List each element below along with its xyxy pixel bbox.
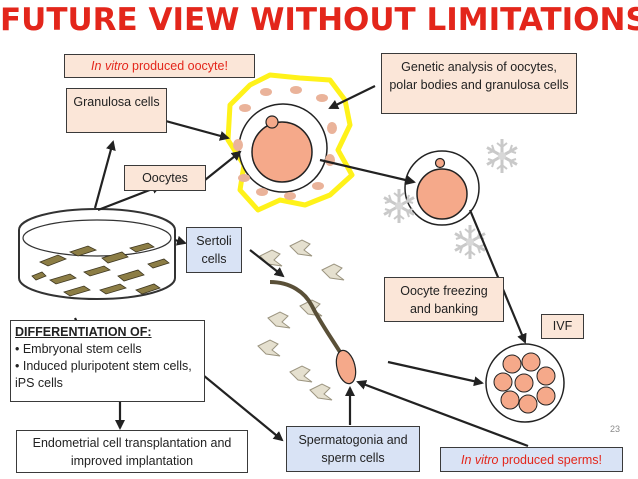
- differentiation-item-1: • Embryonal stem cells: [15, 342, 142, 356]
- differentiation-heading: DIFFERENTIATION OF:: [15, 325, 152, 339]
- ivf-text: IVF: [552, 319, 573, 333]
- in-vitro-oocyte-text: produced oocyte!: [128, 59, 228, 73]
- granulosa-box: Granulosa cells: [66, 88, 167, 133]
- in-vitro-italic: In vitro: [91, 59, 129, 73]
- differentiation-item-2: • Induced pluripotent stem cells, iPS ce…: [15, 359, 192, 390]
- sperm-cell: [269, 280, 357, 385]
- in-vitro-oocyte-label: In vitro produced oocyte!: [64, 54, 255, 78]
- page-number: 23: [609, 424, 620, 434]
- sertoli-box: Sertoli cells: [186, 227, 242, 273]
- oocyte-freezing-box: Oocyte freezing and banking: [384, 277, 504, 322]
- endometrial-box: Endometrial cell transplantation and imp…: [16, 430, 248, 473]
- differentiation-box: DIFFERENTIATION OF: • Embryonal stem cel…: [10, 320, 205, 402]
- spermatogonia-text: Spermatogonia and sperm cells: [298, 433, 408, 465]
- embryo-cluster: [485, 343, 565, 423]
- spermatogonia-box: Spermatogonia and sperm cells: [286, 426, 420, 472]
- oocyte-freezing-text: Oocyte freezing and banking: [400, 284, 488, 316]
- endometrial-text: Endometrial cell transplantation and imp…: [32, 436, 232, 468]
- petri-dish: [18, 208, 176, 300]
- ivf-box: IVF: [541, 314, 584, 339]
- in-vitro-sperms-label: In vitro produced sperms!: [440, 447, 623, 472]
- sertoli-cells: [257, 239, 345, 401]
- flow-arrows: [74, 85, 529, 448]
- oocyte-with-granulosa: [225, 72, 355, 213]
- in-vitro-sperms-italic: In vitro: [460, 453, 499, 467]
- in-vitro-sperms-text: produced sperms!: [498, 453, 603, 467]
- oocytes-text: Oocytes: [142, 171, 188, 185]
- sertoli-text: Sertoli cells: [196, 234, 232, 266]
- genetic-analysis-box: Genetic analysis of oocytes, polar bodie…: [381, 53, 577, 114]
- isolated-oocyte: [404, 150, 480, 226]
- oocytes-box: Oocytes: [124, 165, 206, 191]
- slide-title: FUTURE VIEW WITHOUT LIMITATIONS: [0, 2, 638, 38]
- granulosa-text: Granulosa cells: [73, 95, 160, 109]
- genetic-analysis-text: Genetic analysis of oocytes, polar bodie…: [389, 60, 569, 92]
